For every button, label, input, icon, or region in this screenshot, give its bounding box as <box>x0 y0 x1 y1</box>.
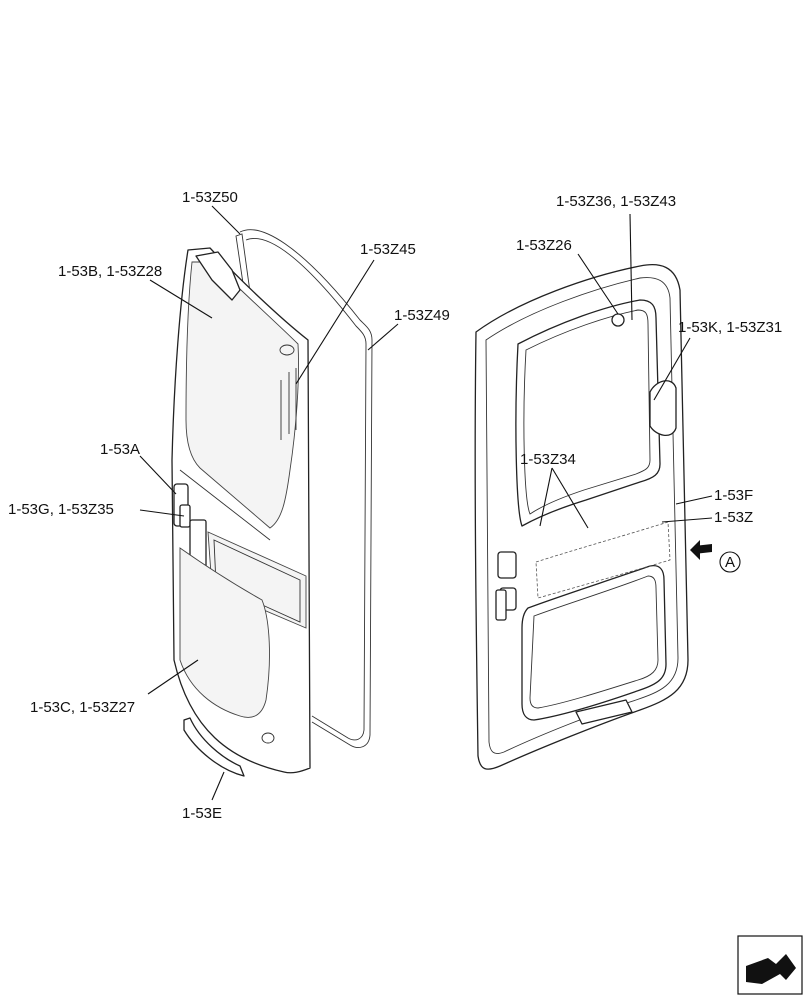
lower-latch-hole <box>261 732 275 744</box>
door-seal-z49-inner <box>245 238 367 741</box>
label-b-z28: 1-53B, 1-53Z28 <box>58 263 162 280</box>
door-seal-z49 <box>239 229 373 748</box>
glass-latch-hole <box>279 344 295 356</box>
leader-z34-b <box>551 467 589 529</box>
label-z45: 1-53Z45 <box>360 241 416 258</box>
leader-g-z35 <box>139 509 185 517</box>
label-a: 1-53A <box>100 441 140 458</box>
knob-z26 <box>611 313 625 327</box>
label-k-z31: 1-53K, 1-53Z31 <box>678 319 782 336</box>
lower-window-opening <box>521 564 667 721</box>
leader-z26 <box>577 253 619 315</box>
right-door-inner-edge <box>485 277 679 754</box>
label-g-z35: 1-53G, 1-53Z35 <box>8 501 114 518</box>
label-c-z27: 1-53C, 1-53Z27 <box>30 699 135 716</box>
leader-b-z28 <box>149 279 213 319</box>
lower-window-inner <box>529 575 659 709</box>
view-a-letter: A <box>725 554 735 571</box>
label-f: 1-53F <box>714 487 753 504</box>
label-e: 1-53E <box>182 805 222 822</box>
label-z49: 1-53Z49 <box>394 307 450 324</box>
bottom-hinge-plate <box>575 699 633 725</box>
left-door <box>171 229 373 777</box>
rubber-strip-e <box>183 717 245 777</box>
leader-a <box>139 455 177 495</box>
trim-panel-z <box>535 521 671 599</box>
leader-z <box>661 517 713 523</box>
door-lock-mechanism <box>497 551 517 579</box>
leader-z45 <box>295 259 375 385</box>
view-arrow-head <box>690 540 700 560</box>
door-latch-bracket <box>495 589 507 621</box>
leader-c-z27 <box>147 659 199 695</box>
view-a-circle <box>719 551 741 573</box>
upper-glass-b <box>185 261 299 529</box>
label-z: 1-53Z <box>714 509 753 526</box>
lower-glass-c <box>179 547 270 718</box>
label-z36-z43: 1-53Z36, 1-53Z43 <box>556 193 676 210</box>
callout-labels: 1-53Z50 1-53Z45 1-53B, 1-53Z28 1-53Z49 1… <box>8 189 782 822</box>
leader-z49 <box>367 323 399 351</box>
leader-f <box>675 495 713 505</box>
leader-z34-a <box>539 467 553 527</box>
label-z26: 1-53Z26 <box>516 237 572 254</box>
middle-strip-frame <box>213 539 301 623</box>
leader-lines <box>139 205 713 801</box>
upper-glass-edge <box>179 469 271 541</box>
view-a-marker: A <box>690 540 741 573</box>
next-page-arrow-icon[interactable] <box>737 935 803 995</box>
leader-z50 <box>211 205 241 235</box>
label-z50: 1-53Z50 <box>182 189 238 206</box>
leader-e <box>211 771 225 801</box>
top-hinge-bracket <box>195 251 241 301</box>
inner-handle-k <box>649 380 677 436</box>
leader-k-z31 <box>653 337 691 401</box>
leader-z36-z43 <box>629 213 633 321</box>
nav-arrow-shape <box>746 954 796 984</box>
label-z34: 1-53Z34 <box>520 451 576 468</box>
